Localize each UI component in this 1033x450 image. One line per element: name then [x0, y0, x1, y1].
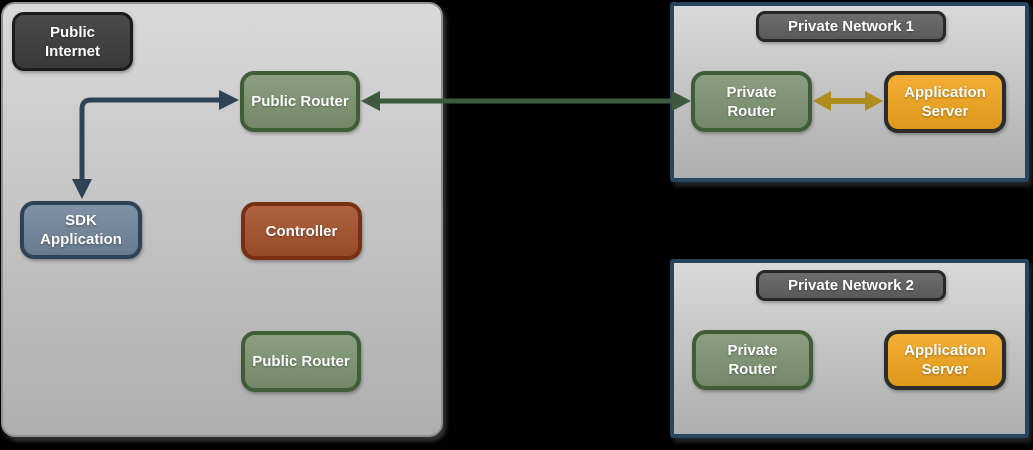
public-internet-zone-label: Public Internet — [12, 12, 133, 71]
node-public-router-top: Public Router — [240, 71, 360, 132]
node-private-router-pn1: Private Router — [691, 71, 812, 132]
public-internet-zone: Public Internet Public Router SDK Applic… — [1, 2, 443, 437]
private-network-1-zone: Private Network 1 Private Router Applica… — [670, 2, 1029, 182]
private-network-2-zone-label: Private Network 2 — [756, 270, 946, 301]
private-network-1-zone-label: Private Network 1 — [756, 11, 946, 42]
node-controller: Controller — [241, 202, 362, 260]
private-network-2-zone: Private Network 2 Private Router Applica… — [670, 259, 1029, 438]
node-application-server-pn1: Application Server — [884, 71, 1006, 133]
node-application-server-pn2: Application Server — [884, 330, 1006, 390]
node-private-router-pn2: Private Router — [692, 330, 813, 390]
node-sdk-application: SDK Application — [20, 201, 142, 259]
node-public-router-bottom: Public Router — [241, 331, 361, 392]
